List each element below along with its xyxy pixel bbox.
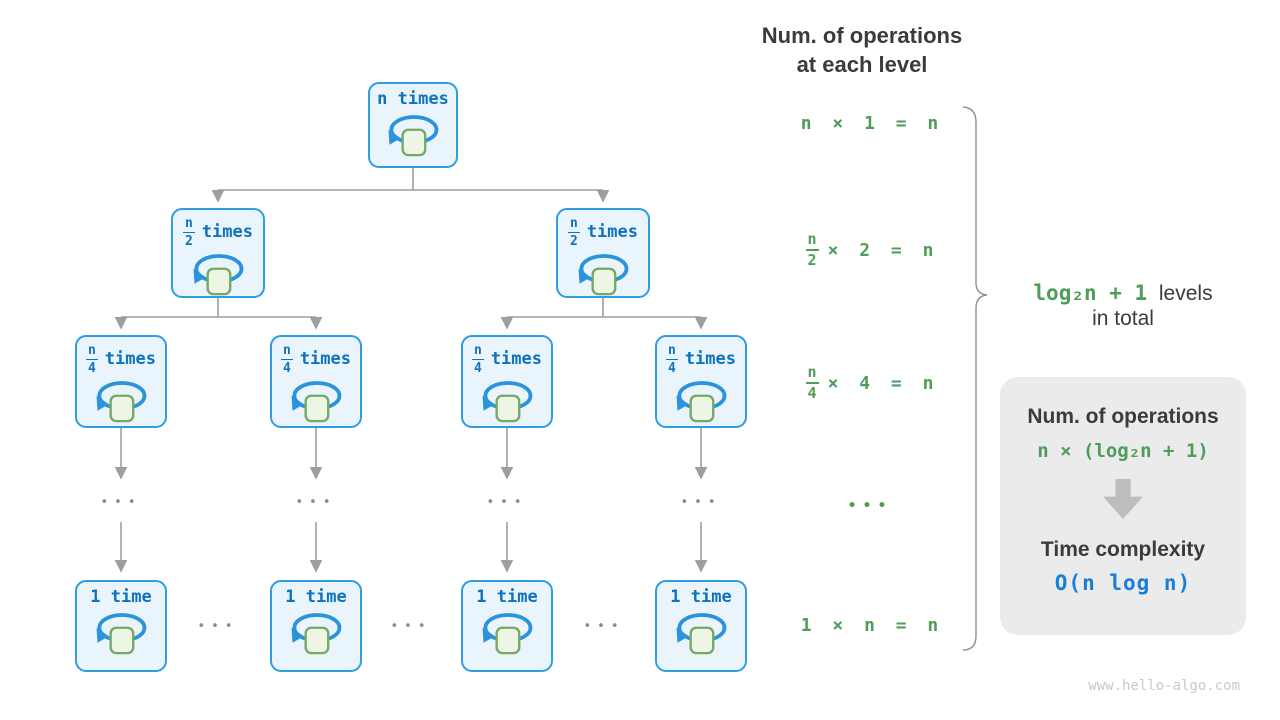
node-label: 1 time [476, 587, 538, 607]
node-label-text: times [104, 348, 156, 369]
tree-node-1-time: 1 time [75, 580, 167, 672]
connector-right [507, 298, 701, 318]
node-label-text: times [586, 221, 638, 242]
tree-node-1-time: 1 time [270, 580, 362, 672]
node-label-text: 1 time [670, 587, 732, 607]
loop-icon [96, 381, 147, 423]
loop-icon [193, 254, 244, 296]
loop-icon [482, 613, 533, 655]
watermark: www.hello-algo.com [1088, 678, 1240, 694]
levels-note: log₂n + 1 levels in total [1033, 281, 1213, 330]
node-label: 1 time [670, 587, 732, 607]
summary-formula: n × (log₂n + 1) [1037, 440, 1209, 462]
node-label-text: times [490, 348, 542, 369]
node-label: 1 time [285, 587, 347, 607]
down-arrow-icon [1103, 479, 1143, 519]
ellipsis: ••• [100, 495, 142, 510]
equation-ellipsis: ••• [847, 498, 893, 514]
ellipsis: ••• [390, 619, 432, 634]
node-label-text: 1 time [285, 587, 347, 607]
equation-level1: n × 1 = n [800, 112, 940, 134]
node-label-text: 1 time [476, 587, 538, 607]
loop-icon [482, 381, 533, 423]
loop-icon [291, 613, 342, 655]
node-label-text: times [684, 348, 736, 369]
connector-left [121, 298, 316, 318]
loop-icon [291, 381, 342, 423]
loop-icon [388, 115, 439, 157]
loop-icon [676, 381, 727, 423]
node-label: 1 time [90, 587, 152, 607]
ellipsis: ••• [583, 619, 625, 634]
tree-node-1-time: 1 time [655, 580, 747, 672]
ellipsis: ••• [486, 495, 528, 510]
summary-title: Num. of operations [1027, 405, 1219, 428]
summary-subtitle: Time complexity [1040, 538, 1206, 561]
ellipsis: ••• [680, 495, 722, 510]
tree-node-n-times: n times [368, 82, 458, 168]
loop-icon [676, 613, 727, 655]
node-label-text: 1 time [90, 587, 152, 607]
connector-root [218, 168, 603, 191]
tree-node-1-time: 1 time [461, 580, 553, 672]
operations-column-header: Num. of operations at each level [732, 21, 992, 79]
header-line1: Num. of operations [761, 23, 963, 48]
loop-icon [578, 254, 629, 296]
node-label-text: times [201, 221, 253, 242]
node-label-text: n times [377, 89, 449, 109]
equation-level-last: 1 × n = n [800, 614, 940, 636]
levels-formula: log₂n + 1 [1033, 281, 1148, 305]
ellipsis: ••• [295, 495, 337, 510]
ellipsis: ••• [197, 619, 239, 634]
summary-result: O(n log n) [1054, 571, 1192, 595]
loop-icon [96, 613, 147, 655]
summary-box: Num. of operations n × (log₂n + 1) Time … [1000, 377, 1246, 635]
header-line2: at each level [796, 52, 928, 77]
node-label: n times [377, 89, 449, 109]
node-label-text: times [299, 348, 351, 369]
